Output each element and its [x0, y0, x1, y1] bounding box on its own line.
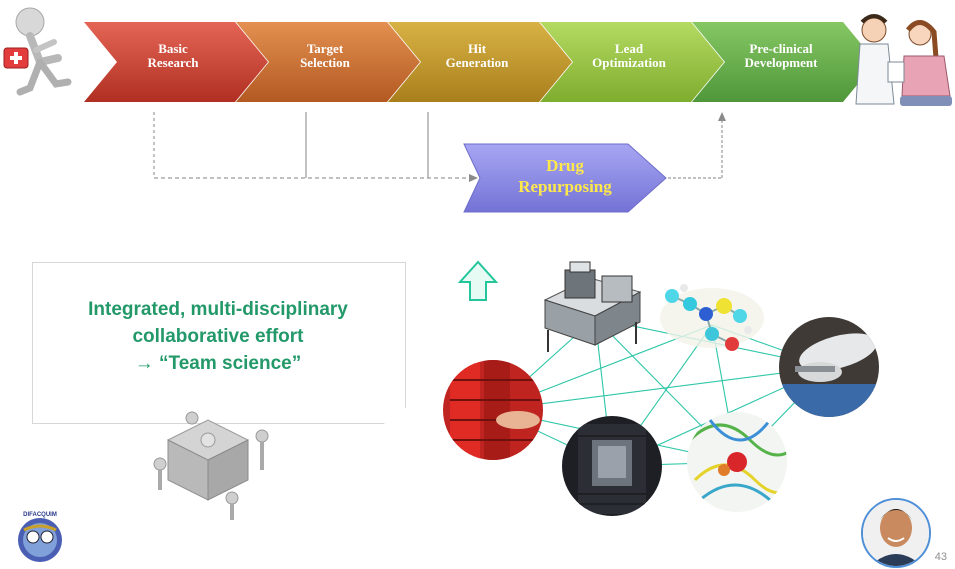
- callout-line3: → “Team science”: [134, 353, 302, 374]
- step-label-hit-generation: Hit Generation: [422, 42, 532, 70]
- puzzle-icon: [153, 411, 269, 520]
- lab-robot-icon: [543, 261, 642, 352]
- repurposing-arrow: [463, 143, 667, 213]
- step-chevron-3: [388, 22, 572, 102]
- step-label-line2: Development: [744, 55, 818, 70]
- repurposing-label-line1: Drug: [546, 156, 584, 175]
- step-label-lead-optimization: Lead Optimization: [574, 42, 684, 70]
- gloved-hand-icon: [779, 317, 879, 417]
- protein-structure-icon: [687, 412, 787, 512]
- logo-text: DIFACQUIM: [23, 512, 57, 518]
- server-rack-icon: [562, 416, 662, 516]
- step-chevron-4: [540, 22, 724, 102]
- presenter-avatar-icon: [861, 498, 931, 568]
- step-label-line1: Hit: [467, 41, 487, 56]
- team-science-callout-text: Integrated, multi-disciplinary collabora…: [32, 296, 404, 377]
- molecule-icon: [660, 284, 764, 351]
- step-chevron-1: [84, 22, 268, 102]
- step-label-preclinical-development: Pre-clinical Development: [726, 42, 836, 70]
- step-label-line1: Basic: [158, 41, 188, 56]
- repurposing-label: Drug Repurposing: [490, 155, 640, 197]
- repurposing-label-line2: Repurposing: [518, 177, 612, 196]
- step-label-line2: Selection: [300, 55, 350, 70]
- team-science-callout: [32, 262, 406, 424]
- step-label-line2: Research: [147, 55, 199, 70]
- slide-number: 43: [934, 551, 947, 563]
- step-label-line2: Optimization: [592, 55, 666, 70]
- step-chevron-2: [236, 22, 420, 102]
- step-label-line1: Pre-clinical: [749, 41, 813, 56]
- sample-racks-icon: [443, 360, 543, 460]
- connector-up-arrowhead: [718, 112, 726, 121]
- step-label-line2: Generation: [445, 55, 509, 70]
- running-man-icon: [3, 7, 72, 96]
- connector-arrowhead: [469, 174, 478, 182]
- step-label-target-selection: Target Selection: [270, 42, 380, 70]
- step-label-line1: Target: [306, 41, 344, 56]
- doctor-patient-icon: [855, 14, 952, 106]
- logo-icon: [18, 518, 62, 562]
- step-chevron-5: [692, 22, 876, 102]
- callout-line2: collaborative effort: [132, 326, 304, 347]
- callout-line1: Integrated, multi-disciplinary: [88, 299, 348, 320]
- step-label-basic-research: Basic Research: [118, 42, 228, 70]
- connector-lines: [153, 112, 723, 179]
- step-label-line1: Lead: [614, 41, 644, 56]
- up-arrow-icon: [457, 260, 499, 301]
